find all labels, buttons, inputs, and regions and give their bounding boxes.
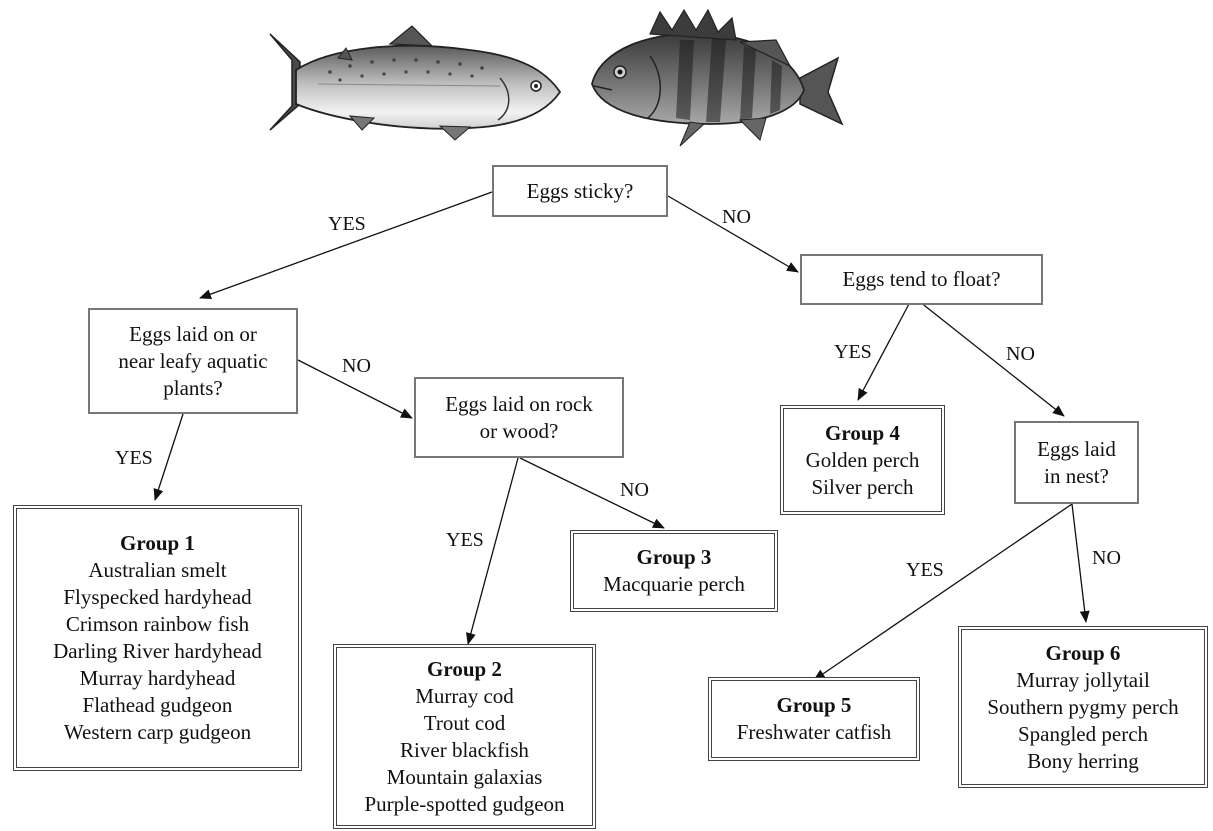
label-yes-leafy: YES (115, 447, 153, 469)
group-title: Group 3 (636, 545, 712, 569)
group-title: Group 4 (825, 420, 900, 445)
salmon-fish-illustration (269, 25, 562, 141)
label-no-rock: NO (620, 479, 649, 501)
arrow-rock-no (519, 457, 665, 529)
group-member: Freshwater catfish (736, 720, 892, 744)
question-laid-in-nest: Eggs laid in nest? (1014, 421, 1139, 504)
group-6-box: Group 6 Murray jollytail Southern pygmy … (958, 626, 1208, 788)
fish-illustrations (269, 8, 844, 147)
group-member: Darling River hardyhead (53, 639, 262, 663)
group-member: Crimson rainbow fish (65, 612, 250, 636)
arrow-sticky-yes (199, 191, 493, 299)
question-eggs-float: Eggs tend to float? (800, 254, 1043, 305)
label-yes-nest: YES (906, 559, 944, 581)
group-title: Group 1 (120, 531, 195, 555)
group-member: Murray cod (415, 683, 514, 708)
arrow-sticky-no (667, 195, 799, 273)
arrow-leafy-no (297, 359, 413, 419)
question-leafy-plants: Eggs laid on or near leafy aquatic plant… (88, 308, 298, 414)
group-member: Mountain galaxias (386, 764, 543, 789)
group-member: Southern pygmy perch (987, 694, 1179, 719)
group-member: Silver perch (811, 474, 914, 499)
perch-fish-illustration (591, 8, 844, 147)
group-member: Macquarie perch (603, 572, 745, 596)
group-member: River blackfish (400, 737, 529, 762)
group-member: Spangled perch (1017, 721, 1149, 746)
label-no-leafy: NO (342, 355, 371, 377)
group-member: Bony herring (1027, 748, 1139, 773)
arrow-leafy-yes (153, 413, 184, 501)
question-eggs-sticky: Eggs sticky? (492, 165, 668, 217)
arrow-float-no (919, 301, 1065, 417)
group-title: Group 6 (1045, 640, 1121, 665)
group-member: Murray hardyhead (79, 666, 236, 690)
label-yes-rock: YES (446, 529, 484, 551)
group-member: Golden perch (805, 447, 920, 472)
group-title: Group 5 (776, 693, 852, 717)
group-5-box: Group 5 Freshwater catfish (708, 677, 920, 761)
label-no-sticky: NO (722, 206, 751, 228)
group-member: Flathead gudgeon (82, 693, 233, 717)
group-2-box: Group 2 Murray cod Trout cod River black… (333, 644, 596, 829)
group-1-box: Group 1 Australian smelt Flyspecked hard… (13, 505, 302, 771)
question-rock-or-wood: Eggs laid on rock or wood? (414, 377, 624, 458)
group-member: Flyspecked hardyhead (63, 585, 252, 609)
group-member: Western carp gudgeon (63, 720, 252, 744)
group-3-box: Group 3 Macquarie perch (570, 530, 778, 612)
arrow-nest-no (1071, 503, 1090, 623)
group-member: Murray jollytail (1016, 667, 1150, 692)
label-yes-float: YES (834, 341, 872, 363)
group-title: Group 2 (427, 656, 502, 681)
label-yes-sticky: YES (328, 213, 366, 235)
group-member: Australian smelt (88, 558, 227, 582)
label-no-nest: NO (1092, 547, 1121, 569)
arrow-float-yes (857, 301, 911, 401)
label-no-float: NO (1006, 343, 1035, 365)
arrow-rock-yes (466, 457, 519, 645)
group-member: Purple-spotted gudgeon (364, 791, 565, 816)
group-4-box: Group 4 Golden perch Silver perch (780, 405, 945, 515)
arrow-nest-yes (813, 503, 1073, 681)
group-member: Trout cod (423, 710, 506, 735)
